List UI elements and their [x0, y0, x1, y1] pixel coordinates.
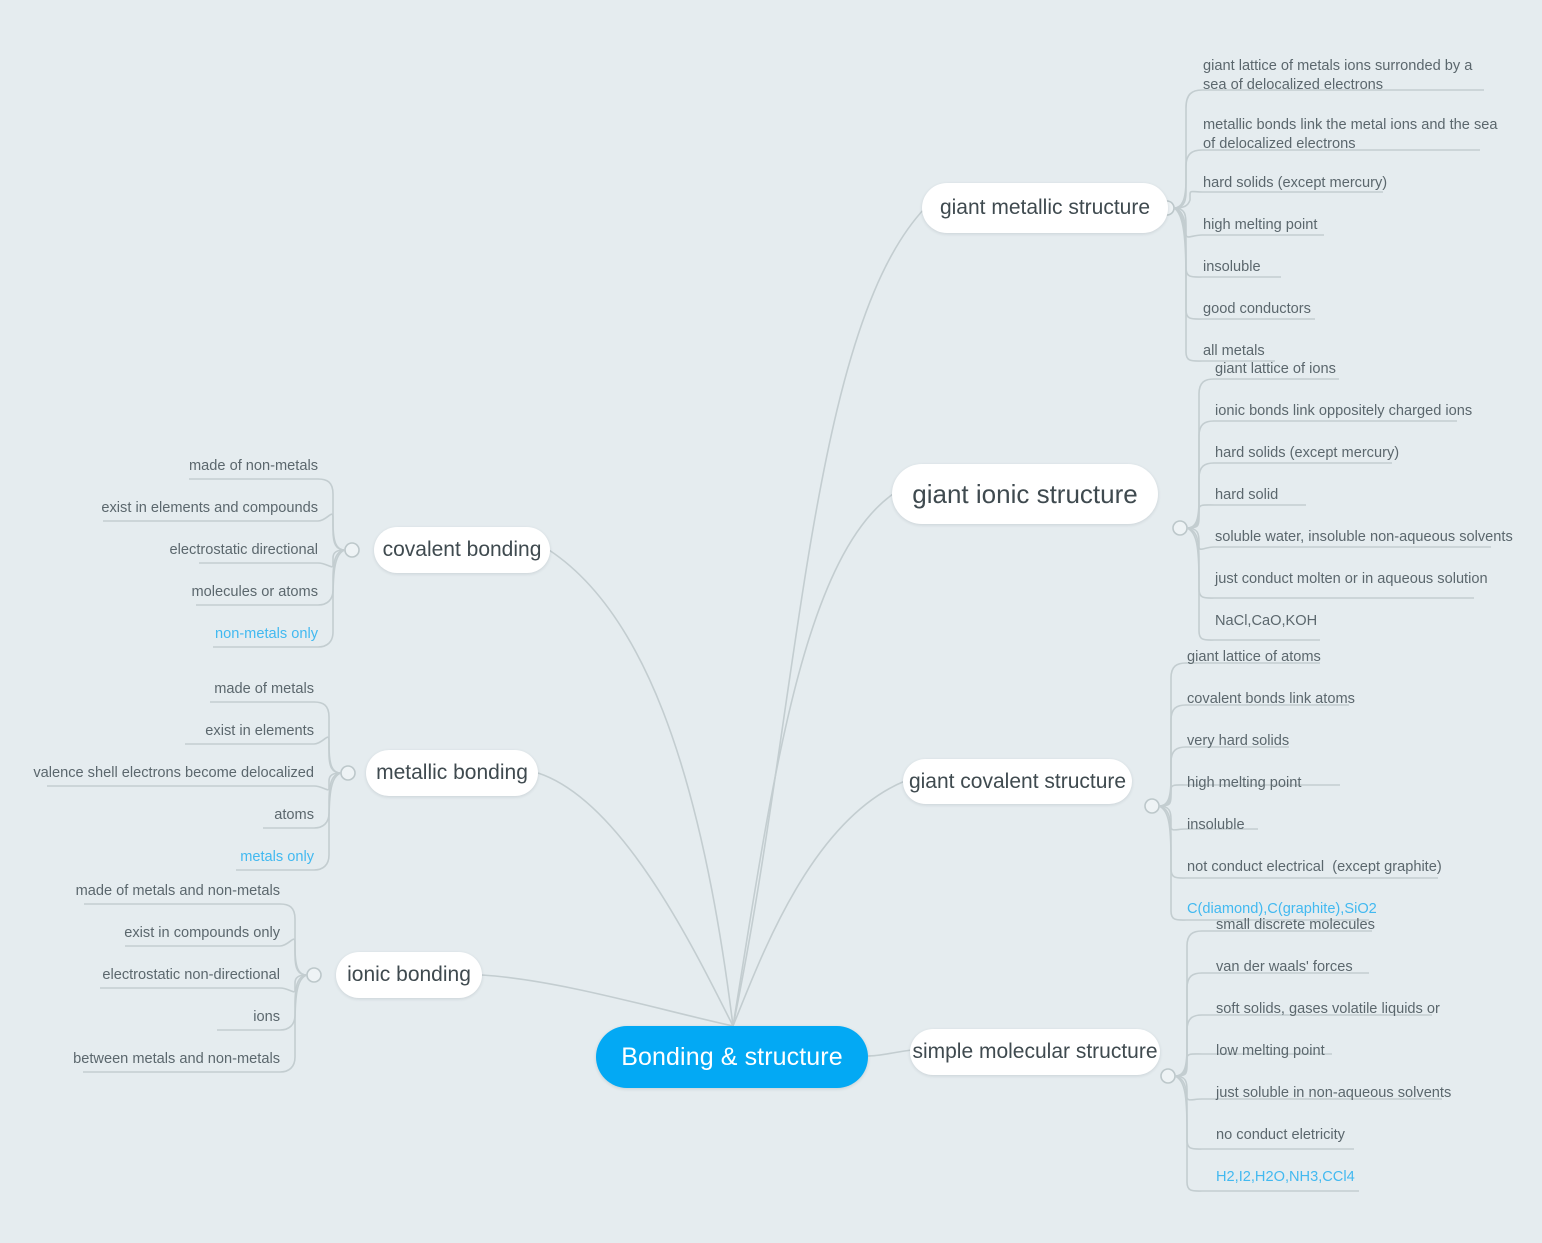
- branch-label: simple molecular structure: [912, 1040, 1158, 1063]
- leaf-label[interactable]: low melting point: [1216, 1043, 1325, 1059]
- branch-label: giant covalent structure: [908, 769, 1127, 793]
- leaf-label[interactable]: giant lattice of metals ions surronded b…: [1203, 58, 1473, 93]
- root-node-label: Bonding & structure: [621, 1042, 843, 1071]
- branch-label: ionic bonding: [347, 963, 471, 986]
- branch-label: giant metallic structure: [939, 196, 1151, 219]
- leaf-label[interactable]: van der waals' forces: [1216, 959, 1353, 975]
- leaf-label[interactable]: high melting point: [1203, 217, 1318, 233]
- leaf-label[interactable]: exist in elements: [205, 723, 314, 739]
- leaf-label[interactable]: C(diamond),C(graphite),SiO2: [1187, 901, 1377, 917]
- leaf-label[interactable]: high melting point: [1187, 775, 1302, 791]
- branch-node-ionic-bonding[interactable]: ionic bonding: [336, 952, 482, 998]
- branch-node-covalent-bonding[interactable]: covalent bonding: [374, 527, 550, 573]
- leaf-label[interactable]: giant lattice of ions: [1215, 361, 1336, 377]
- leaf-label[interactable]: hard solids (except mercury): [1215, 445, 1400, 461]
- branch-node-giant-covalent-structure[interactable]: giant covalent structure: [903, 759, 1132, 804]
- leaf-label[interactable]: valence shell electrons become delocaliz…: [33, 765, 314, 781]
- leaf-label[interactable]: not conduct electrical (except graphite): [1187, 859, 1442, 875]
- leaf-label[interactable]: metallic bonds link the metal ions and t…: [1203, 117, 1498, 152]
- link-root-giant-metallic: [732, 207, 926, 1027]
- leaf-label[interactable]: hard solid: [1215, 487, 1279, 503]
- leaf-label[interactable]: electrostatic non-directional: [102, 967, 280, 983]
- link-root-giant-ionic: [732, 493, 894, 1027]
- leaf-label[interactable]: NaCl,CaO,KOH: [1215, 613, 1318, 629]
- leaf-label[interactable]: giant lattice of atoms: [1187, 649, 1321, 665]
- leaf-label[interactable]: metals only: [240, 849, 314, 865]
- branch-node-metallic-bonding[interactable]: metallic bonding: [366, 750, 538, 796]
- leaf-label[interactable]: soft solids, gases volatile liquids or: [1216, 1001, 1440, 1017]
- link-root-covalent: [548, 549, 734, 1027]
- leaf-label[interactable]: H2,I2,H2O,NH3,CCl4: [1216, 1169, 1355, 1185]
- leaf-label[interactable]: non-metals only: [214, 626, 318, 642]
- leaf-label[interactable]: made of metals and non-metals: [75, 883, 280, 899]
- leaf-label[interactable]: electrostatic directional: [169, 542, 318, 558]
- link-root-simple-molecular: [867, 1049, 913, 1057]
- leaf-label[interactable]: insoluble: [1187, 817, 1245, 833]
- leaf-label[interactable]: just soluble in non-aqueous solvents: [1216, 1085, 1452, 1101]
- branch-node-giant-metallic-structure[interactable]: giant metallic structure: [922, 183, 1168, 233]
- connector-dot-giant-ionic: [1172, 520, 1188, 536]
- leaf-label[interactable]: atoms: [274, 807, 314, 823]
- leaf-label[interactable]: soluble water, insoluble non-aqueous sol…: [1215, 529, 1513, 545]
- leaf-label[interactable]: ionic bonds link oppositely charged ions: [1215, 403, 1473, 419]
- leaf-label[interactable]: hard solids (except mercury): [1203, 175, 1388, 191]
- leaf-label[interactable]: small discrete molecules: [1216, 917, 1375, 933]
- leaf-label[interactable]: ions: [253, 1009, 280, 1025]
- leaf-label[interactable]: insoluble: [1203, 259, 1261, 275]
- link-root-ionic: [481, 974, 734, 1027]
- connector-dot-ionic-bonding: [306, 967, 322, 983]
- connector-dot-covalent-bonding: [344, 542, 360, 558]
- leaf-label[interactable]: exist in elements and compounds: [101, 500, 318, 516]
- link-root-metallic: [537, 772, 734, 1027]
- leaf-label[interactable]: molecules or atoms: [191, 584, 318, 600]
- leaf-label[interactable]: all metals: [1203, 343, 1265, 359]
- leaf-label[interactable]: between metals and non-metals: [73, 1051, 280, 1067]
- root-node[interactable]: Bonding & structure: [596, 1026, 868, 1088]
- branch-label: metallic bonding: [376, 761, 528, 784]
- branch-node-simple-molecular-structure[interactable]: simple molecular structure: [910, 1029, 1160, 1075]
- leaf-label[interactable]: covalent bonds link atoms: [1187, 691, 1355, 707]
- connector-dot-metallic-bonding: [340, 765, 356, 781]
- leaf-label[interactable]: good conductors: [1203, 301, 1311, 317]
- link-root-giant-covalent: [732, 780, 906, 1027]
- branch-label: covalent bonding: [382, 538, 542, 561]
- leaf-label[interactable]: made of metals: [214, 681, 314, 697]
- leaf-label[interactable]: very hard solids: [1187, 733, 1290, 749]
- root-to-branch-links: [481, 207, 926, 1057]
- leaf-label[interactable]: just conduct molten or in aqueous soluti…: [1215, 571, 1488, 587]
- branch-node-giant-ionic-structure[interactable]: giant ionic structure: [892, 464, 1158, 524]
- leaf-label[interactable]: no conduct eletricity: [1216, 1127, 1345, 1143]
- connector-dot-giant-covalent: [1144, 798, 1160, 814]
- leaf-label[interactable]: made of non-metals: [189, 458, 318, 474]
- connector-dot-simple-molecular: [1160, 1068, 1176, 1084]
- branch-label: giant ionic structure: [912, 478, 1138, 509]
- leaf-label[interactable]: exist in compounds only: [124, 925, 280, 941]
